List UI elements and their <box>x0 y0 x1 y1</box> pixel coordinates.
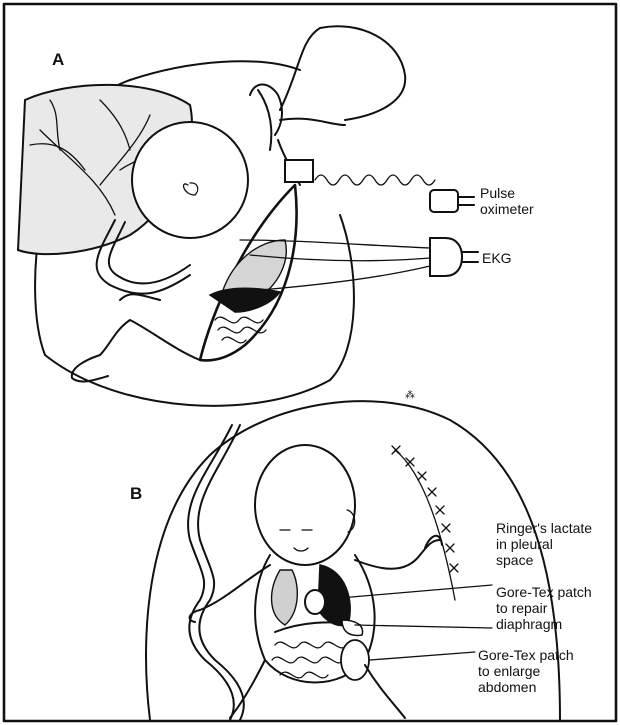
fetal-hand-a <box>249 83 283 136</box>
pulse-oximeter-plug <box>429 189 459 213</box>
fetal-arm-left-b <box>188 564 271 623</box>
svg-text:⁂: ⁂ <box>405 390 415 401</box>
panel-b-drawing: ⁂ <box>145 390 561 721</box>
ekg-plug <box>429 237 464 277</box>
bowel-a <box>214 316 267 344</box>
fetal-ear <box>182 182 199 196</box>
abdomen-patch <box>340 639 370 681</box>
leader-diaphragm <box>354 624 493 629</box>
fetal-head-b <box>254 444 356 566</box>
umbilical-cord <box>95 219 191 295</box>
leader-abdomen <box>369 651 476 661</box>
fetal-head-a <box>131 121 249 239</box>
panel-label-b: B <box>130 484 143 503</box>
umbilical-cord-b <box>197 424 245 721</box>
diaphragm-defect <box>208 287 282 313</box>
label-gore-tex-abdomen: Gore-Tex patch to enlarge abdomen <box>478 647 574 695</box>
panel-a-drawing <box>16 25 479 407</box>
label-ringers-lactate: Ringer's lactate in pleural space <box>496 520 593 568</box>
diaphragm-patch <box>341 619 364 637</box>
lung-a <box>219 239 287 301</box>
heart <box>304 589 326 615</box>
suture-stitches <box>391 445 459 573</box>
suture-line <box>394 449 456 601</box>
label-gore-tex-diaphragm: Gore-Tex patch to repair diaphragm <box>496 584 592 632</box>
fetal-arm-right-b <box>354 539 441 570</box>
label-ekg: EKG <box>482 250 512 266</box>
fetal-leg-a <box>70 319 201 383</box>
label-pulse-oximeter: Pulse oximeter <box>480 185 534 217</box>
oximeter-cuff <box>284 159 314 183</box>
fetal-torso-b <box>254 554 376 684</box>
fetal-face <box>279 529 313 552</box>
panel-label-a: A <box>52 50 65 69</box>
bowel-b <box>271 641 348 679</box>
oximeter-cable <box>314 174 436 186</box>
ekg-leads <box>239 239 431 291</box>
leader-ringers <box>339 584 493 599</box>
right-lung <box>270 569 298 626</box>
surgeon-hand <box>279 25 407 121</box>
uterus-outline-b <box>145 400 561 721</box>
